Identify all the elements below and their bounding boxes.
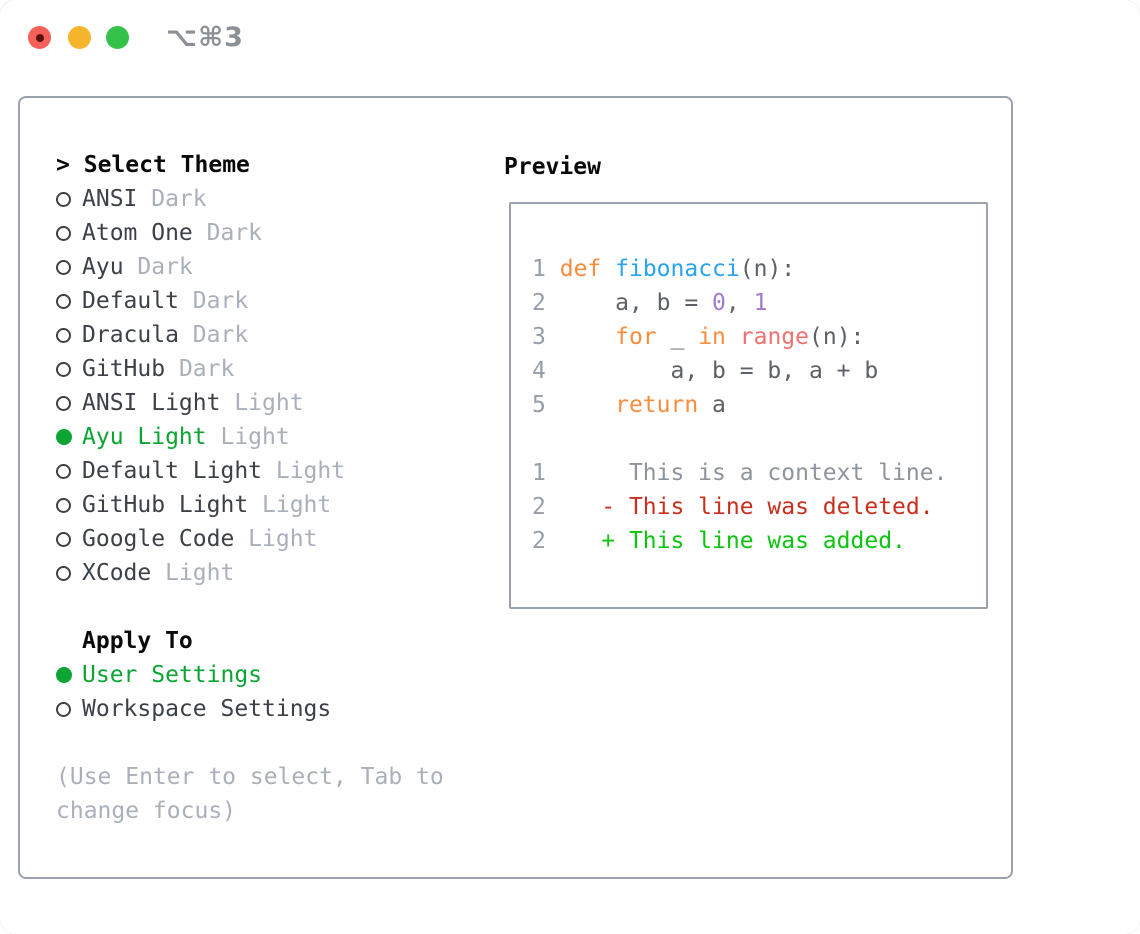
radio-icon bbox=[56, 361, 71, 377]
theme-item-ayu[interactable]: Ayu Dark bbox=[56, 250, 496, 284]
theme-variant-tag: Dark bbox=[123, 254, 193, 280]
apply-option-user-settings[interactable]: User Settings bbox=[56, 658, 496, 692]
theme-item-google-code[interactable]: Google Code Light bbox=[56, 522, 496, 556]
preview-pane: 1 def fibonacci(n): 2 a, b = 0, 1 3 for _ … bbox=[509, 202, 988, 609]
theme-variant-tag: Dark bbox=[178, 288, 249, 314]
radio-icon bbox=[56, 259, 71, 275]
option-label: Google Code bbox=[82, 526, 235, 552]
option-label: ANSI Light bbox=[82, 390, 221, 416]
zoom-button[interactable] bbox=[106, 26, 129, 49]
preview-code-line: 2 - This line was deleted. bbox=[532, 494, 934, 520]
preview-code-line bbox=[532, 422, 970, 456]
option-label: Default Light bbox=[82, 458, 263, 484]
keyboard-hint: (Use Enter to select, Tab to change focu… bbox=[56, 764, 444, 824]
radio-icon bbox=[56, 701, 71, 717]
theme-variant-tag: Light bbox=[262, 458, 346, 484]
preview-code-line: 1 def fibonacci(n): bbox=[532, 256, 796, 282]
spacer bbox=[56, 590, 496, 624]
radio-icon bbox=[56, 565, 71, 581]
theme-item-ansi-light[interactable]: ANSI Light Light bbox=[56, 386, 496, 420]
radio-icon bbox=[56, 395, 71, 411]
option-label: XCode bbox=[82, 560, 152, 586]
option-label: Ayu bbox=[82, 254, 124, 280]
preview-title: Preview bbox=[504, 154, 601, 180]
cursor-caret: > bbox=[56, 152, 70, 178]
theme-variant-tag: Light bbox=[248, 492, 332, 518]
preview-code-line: 1 This is a context line. bbox=[532, 460, 948, 486]
unsaved-dot-icon bbox=[35, 33, 44, 42]
preview-code-line: 2 + This line was added. bbox=[532, 528, 906, 554]
select-theme-header: > Select Theme bbox=[56, 148, 496, 182]
minimize-button[interactable] bbox=[68, 26, 91, 49]
theme-item-ayu-light[interactable]: Ayu Light Light bbox=[56, 420, 496, 454]
radio-icon bbox=[56, 225, 71, 241]
radio-icon bbox=[56, 191, 71, 207]
option-label: Default bbox=[82, 288, 179, 314]
theme-item-dracula[interactable]: Dracula Dark bbox=[56, 318, 496, 352]
option-label: Dracula bbox=[82, 322, 179, 348]
option-label: ANSI bbox=[82, 186, 138, 212]
close-button[interactable] bbox=[28, 26, 51, 49]
theme-variant-tag: Dark bbox=[165, 356, 235, 382]
option-label: Atom One bbox=[82, 220, 193, 246]
option-label: User Settings bbox=[82, 662, 263, 688]
theme-item-github-light[interactable]: GitHub Light Light bbox=[56, 488, 496, 522]
option-label: Workspace Settings bbox=[82, 696, 332, 722]
radio-selected-icon bbox=[56, 667, 72, 683]
theme-variant-tag: Light bbox=[151, 560, 235, 586]
preview-code-line: 2 a, b = 0, 1 bbox=[532, 290, 768, 316]
radio-icon bbox=[56, 497, 71, 513]
theme-item-default-light[interactable]: Default Light Light bbox=[56, 454, 496, 488]
radio-icon bbox=[56, 463, 71, 479]
apply-option-workspace-settings[interactable]: Workspace Settings bbox=[56, 692, 496, 726]
theme-variant-tag: Light bbox=[206, 424, 290, 450]
theme-variant-tag: Dark bbox=[192, 220, 263, 246]
theme-variant-tag: Light bbox=[220, 390, 304, 416]
radio-selected-icon bbox=[56, 429, 72, 445]
preview-code-line: 5 return a bbox=[532, 392, 726, 418]
theme-item-ansi[interactable]: ANSI Dark bbox=[56, 182, 496, 216]
theme-item-atom-one[interactable]: Atom One Dark bbox=[56, 216, 496, 250]
theme-item-xcode[interactable]: XCode Light bbox=[56, 556, 496, 590]
titlebar: ⌥⌘3 bbox=[0, 0, 1140, 75]
theme-item-github[interactable]: GitHub Dark bbox=[56, 352, 496, 386]
option-label: GitHub bbox=[82, 356, 166, 382]
radio-icon bbox=[56, 327, 71, 343]
option-label: Ayu Light bbox=[82, 424, 207, 450]
preview-code-line: 4 a, b = b, a + b bbox=[532, 358, 879, 384]
theme-item-default[interactable]: Default Dark bbox=[56, 284, 496, 318]
radio-icon bbox=[56, 531, 71, 547]
option-label: GitHub Light bbox=[82, 492, 249, 518]
select-theme-title: Select Theme bbox=[83, 152, 250, 178]
theme-variant-tag: Dark bbox=[137, 186, 207, 212]
preview-code: 1 def fibonacci(n): 2 a, b = 0, 1 3 for _ … bbox=[532, 252, 970, 558]
apply-to-header: Apply To bbox=[82, 628, 193, 654]
window-title: ⌥⌘3 bbox=[166, 22, 244, 53]
radio-icon bbox=[56, 293, 71, 309]
theme-variant-tag: Light bbox=[234, 526, 318, 552]
theme-variant-tag: Dark bbox=[178, 322, 249, 348]
preview-code-line: 3 for _ in range(n): bbox=[532, 324, 865, 350]
